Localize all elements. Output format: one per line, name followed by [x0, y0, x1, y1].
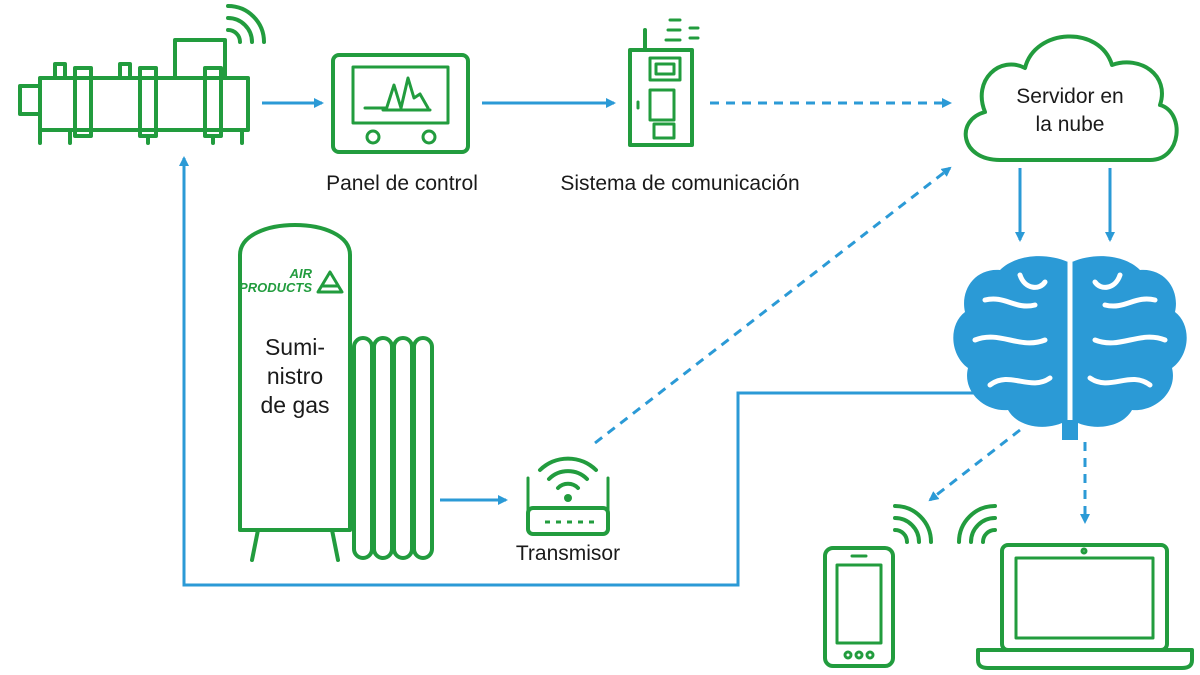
- laptop-wifi-signal-icon: [957, 504, 997, 544]
- gas-label-line1: Sumi-: [265, 334, 325, 360]
- smartphone-wifi-signal-icon: [893, 504, 933, 544]
- transmitter-label: Transmisor: [516, 542, 620, 565]
- transmitter-router-icon: [526, 476, 610, 536]
- svg-text:PRODUCTS: PRODUCTS: [239, 280, 312, 295]
- industrial-machine-icon: [18, 38, 250, 145]
- control-panel-icon: [331, 53, 470, 154]
- cloud-label-line1: Servidor en: [1016, 85, 1123, 108]
- communication-system-icon: [628, 18, 700, 147]
- brain-ai-icon: [953, 256, 1187, 440]
- connector-arrows: [179, 98, 1115, 587]
- cloud-server-icon: [963, 34, 1179, 162]
- laptop-icon: [976, 543, 1194, 670]
- cloud-label-line2: la nube: [1036, 113, 1105, 136]
- gas-label-line2: nistro: [267, 363, 323, 389]
- arrow-brain-to-smartphone: [928, 428, 1021, 502]
- svg-text:AIR: AIR: [289, 266, 313, 281]
- wifi-signal-icon: [226, 4, 266, 44]
- smartphone-icon: [823, 546, 895, 668]
- arrow-brain-feedback-to-machine: [179, 156, 975, 587]
- gas-cylinders-icon: [352, 336, 434, 560]
- wifi-icon: [538, 456, 598, 502]
- gas-label-line3: de gas: [260, 392, 329, 418]
- control-panel-label: Panel de control: [326, 172, 478, 195]
- arrow-transmitter-to-cloud: [594, 166, 952, 445]
- air-products-logo: AIR PRODUCTS: [239, 266, 344, 295]
- gas-tank-icon: [238, 223, 352, 562]
- communication-system-label: Sistema de comunicación: [560, 172, 799, 195]
